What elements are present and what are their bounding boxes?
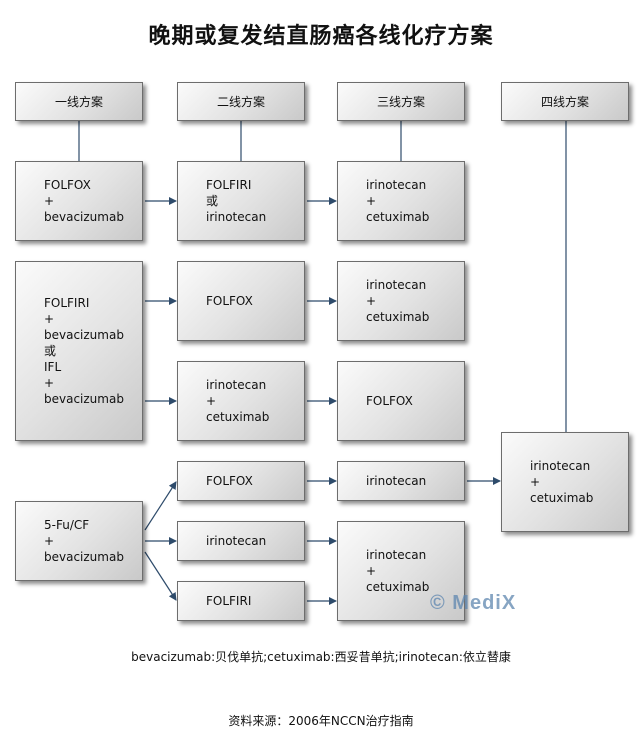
- regimen-box: irinotecan + cetuximab: [337, 161, 465, 241]
- regimen-box: FOLFIRI 或 irinotecan: [177, 161, 305, 241]
- regimen-box: FOLFOX: [337, 361, 465, 441]
- medix-watermark: © MediX: [430, 592, 517, 614]
- regimen-box: FOLFIRI: [177, 581, 305, 621]
- regimen-line: FOLFOX: [206, 474, 253, 488]
- regimen-box: FOLFOX: [177, 461, 305, 501]
- regimen-line: 5-Fu/CF: [44, 518, 90, 532]
- regimen-line: +: [530, 475, 541, 489]
- header-line4: 四线方案: [501, 82, 629, 121]
- arrow-l1c-l2f: [144, 551, 177, 601]
- header-line2: 二线方案: [177, 82, 305, 121]
- regimen-line: +: [366, 194, 377, 208]
- regimen-line: bevacizumab: [44, 210, 124, 224]
- regimen-box: irinotecan + cetuximab: [337, 261, 465, 341]
- diagram-title: 晚期或复发结直肠癌各线化疗方案: [148, 24, 494, 49]
- regimen-line: +: [366, 294, 377, 308]
- regimen-line: bevacizumab: [44, 550, 124, 564]
- regimen-box: irinotecan: [337, 461, 465, 501]
- regimen-line: +: [206, 394, 217, 408]
- regimen-line: FOLFOX: [366, 394, 413, 408]
- regimen-line: bevacizumab: [44, 392, 124, 406]
- regimen-box: irinotecan + cetuximab: [501, 432, 629, 532]
- regimen-line: FOLFOX: [206, 294, 253, 308]
- regimen-line: irinotecan: [206, 534, 267, 548]
- regimen-line: 或: [206, 194, 219, 208]
- regimen-line: cetuximab: [366, 310, 430, 324]
- source-note: 资料来源：2006年NCCN治疗指南: [228, 714, 414, 728]
- regimen-line: +: [44, 194, 55, 208]
- regimen-box: irinotecan: [177, 521, 305, 561]
- regimen-line: irinotecan: [366, 474, 427, 488]
- header-line1: 一线方案: [15, 82, 143, 121]
- regimen-line: +: [366, 564, 377, 578]
- header-line3: 三线方案: [337, 82, 465, 121]
- drug-legend: bevacizumab:贝伐单抗;cetuximab:西妥昔单抗;irinote…: [131, 650, 511, 664]
- regimen-line: IFL: [44, 360, 62, 374]
- regimen-line: +: [44, 312, 55, 326]
- regimen-line: cetuximab: [530, 491, 594, 505]
- regimen-box: irinotecan + cetuximab: [337, 521, 465, 621]
- regimen-box: 5-Fu/CF + bevacizumab: [15, 501, 143, 581]
- regimen-line: cetuximab: [206, 410, 270, 424]
- arrow-l1c-l2d: [144, 481, 177, 531]
- regimen-box: FOLFOX + bevacizumab: [15, 161, 143, 241]
- regimen-line: irinotecan: [366, 278, 427, 292]
- regimen-line: FOLFOX: [44, 178, 91, 192]
- regimen-line: FOLFIRI: [206, 594, 252, 608]
- regimen-box: FOLFOX: [177, 261, 305, 341]
- regimen-line: FOLFIRI: [44, 296, 90, 310]
- regimen-line: +: [44, 376, 55, 390]
- regimen-box: FOLFIRI + bevacizumab 或 IFL + bevacizumab: [15, 261, 143, 441]
- regimen-line: 或: [44, 344, 57, 358]
- regimen-line: FOLFIRI: [206, 178, 252, 192]
- regimen-line: irinotecan: [530, 459, 591, 473]
- regimen-line: cetuximab: [366, 210, 430, 224]
- regimen-line: irinotecan: [366, 178, 427, 192]
- regimen-line: cetuximab: [366, 580, 430, 594]
- regimen-line: +: [44, 534, 55, 548]
- regimen-box: irinotecan + cetuximab: [177, 361, 305, 441]
- regimen-line: irinotecan: [206, 378, 267, 392]
- regimen-line: irinotecan: [206, 210, 267, 224]
- regimen-line: bevacizumab: [44, 328, 124, 342]
- regimen-line: irinotecan: [366, 548, 427, 562]
